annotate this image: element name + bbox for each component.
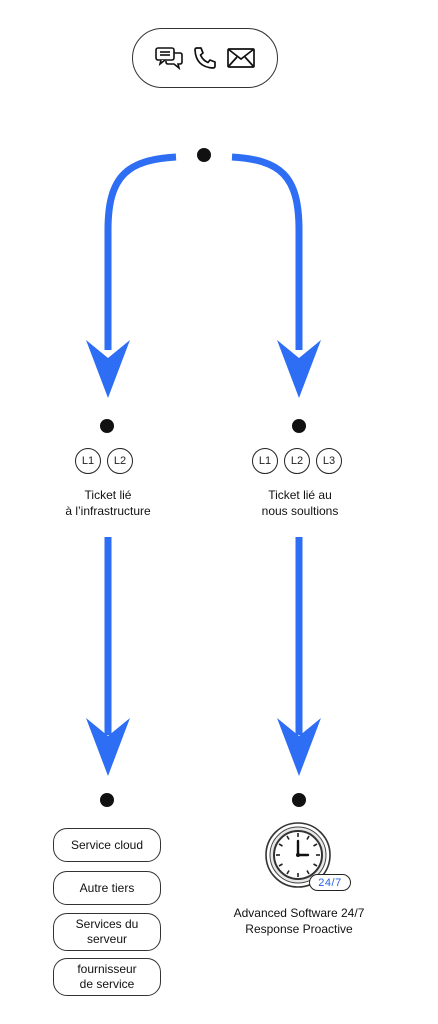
right-label-line2: nous soultions xyxy=(261,504,339,518)
phone-icon xyxy=(192,45,218,71)
clock-graphic: 24/7 xyxy=(263,820,355,892)
pill-label-line2: serveur xyxy=(86,932,127,946)
level-badge: L3 xyxy=(316,448,342,474)
left-level-dot xyxy=(100,419,114,433)
autre-tiers-pill: Autre tiers xyxy=(53,871,161,905)
left-end-dot xyxy=(100,793,114,807)
contact-channels xyxy=(132,28,278,88)
pill-label: Autre tiers xyxy=(79,880,135,895)
level-badge: L1 xyxy=(75,448,101,474)
left-support-levels: L1 L2 xyxy=(75,448,133,474)
pill-label-line2: de service xyxy=(79,977,135,991)
arrowhead-left-top xyxy=(86,340,130,398)
pill-label: Service cloud xyxy=(70,837,144,852)
left-label-line2: à l’infrastructure xyxy=(65,504,151,518)
right-end-dot xyxy=(292,793,306,807)
availability-badge: 24/7 xyxy=(309,874,351,891)
left-label-line1: Ticket lié xyxy=(84,488,132,502)
result-line2: Response Proactive xyxy=(245,922,353,936)
level-badge: L1 xyxy=(252,448,278,474)
fournisseur-service-pill: fournisseur de service xyxy=(53,958,161,996)
services-serveur-pill: Services du serveur xyxy=(53,913,161,951)
left-branch-label: Ticket lié à l’infrastructure xyxy=(38,487,178,519)
result-line1: Advanced Software 24/7 xyxy=(233,906,365,920)
arrow-left-curve xyxy=(104,153,177,350)
pill-label-line1: fournisseur xyxy=(77,962,137,976)
right-level-dot xyxy=(292,419,306,433)
arrowhead-right-top xyxy=(277,340,321,398)
arrowhead-right-bottom xyxy=(277,718,321,776)
clock-icon xyxy=(265,822,331,888)
service-cloud-pill: Service cloud xyxy=(53,828,161,862)
mail-icon xyxy=(226,47,256,69)
start-dot xyxy=(197,148,211,162)
level-badge: L2 xyxy=(284,448,310,474)
pill-label-line1: Services du xyxy=(75,917,139,931)
arrow-right-curve xyxy=(231,153,303,350)
right-support-levels: L1 L2 L3 xyxy=(252,448,342,474)
level-badge: L2 xyxy=(107,448,133,474)
chat-icon xyxy=(154,45,184,71)
right-result-label: Advanced Software 24/7 Response Proactiv… xyxy=(214,905,384,937)
right-branch-label: Ticket lié au nous soultions xyxy=(230,487,370,519)
right-label-line1: Ticket lié au xyxy=(268,488,332,502)
arrowhead-left-bottom xyxy=(86,718,130,776)
